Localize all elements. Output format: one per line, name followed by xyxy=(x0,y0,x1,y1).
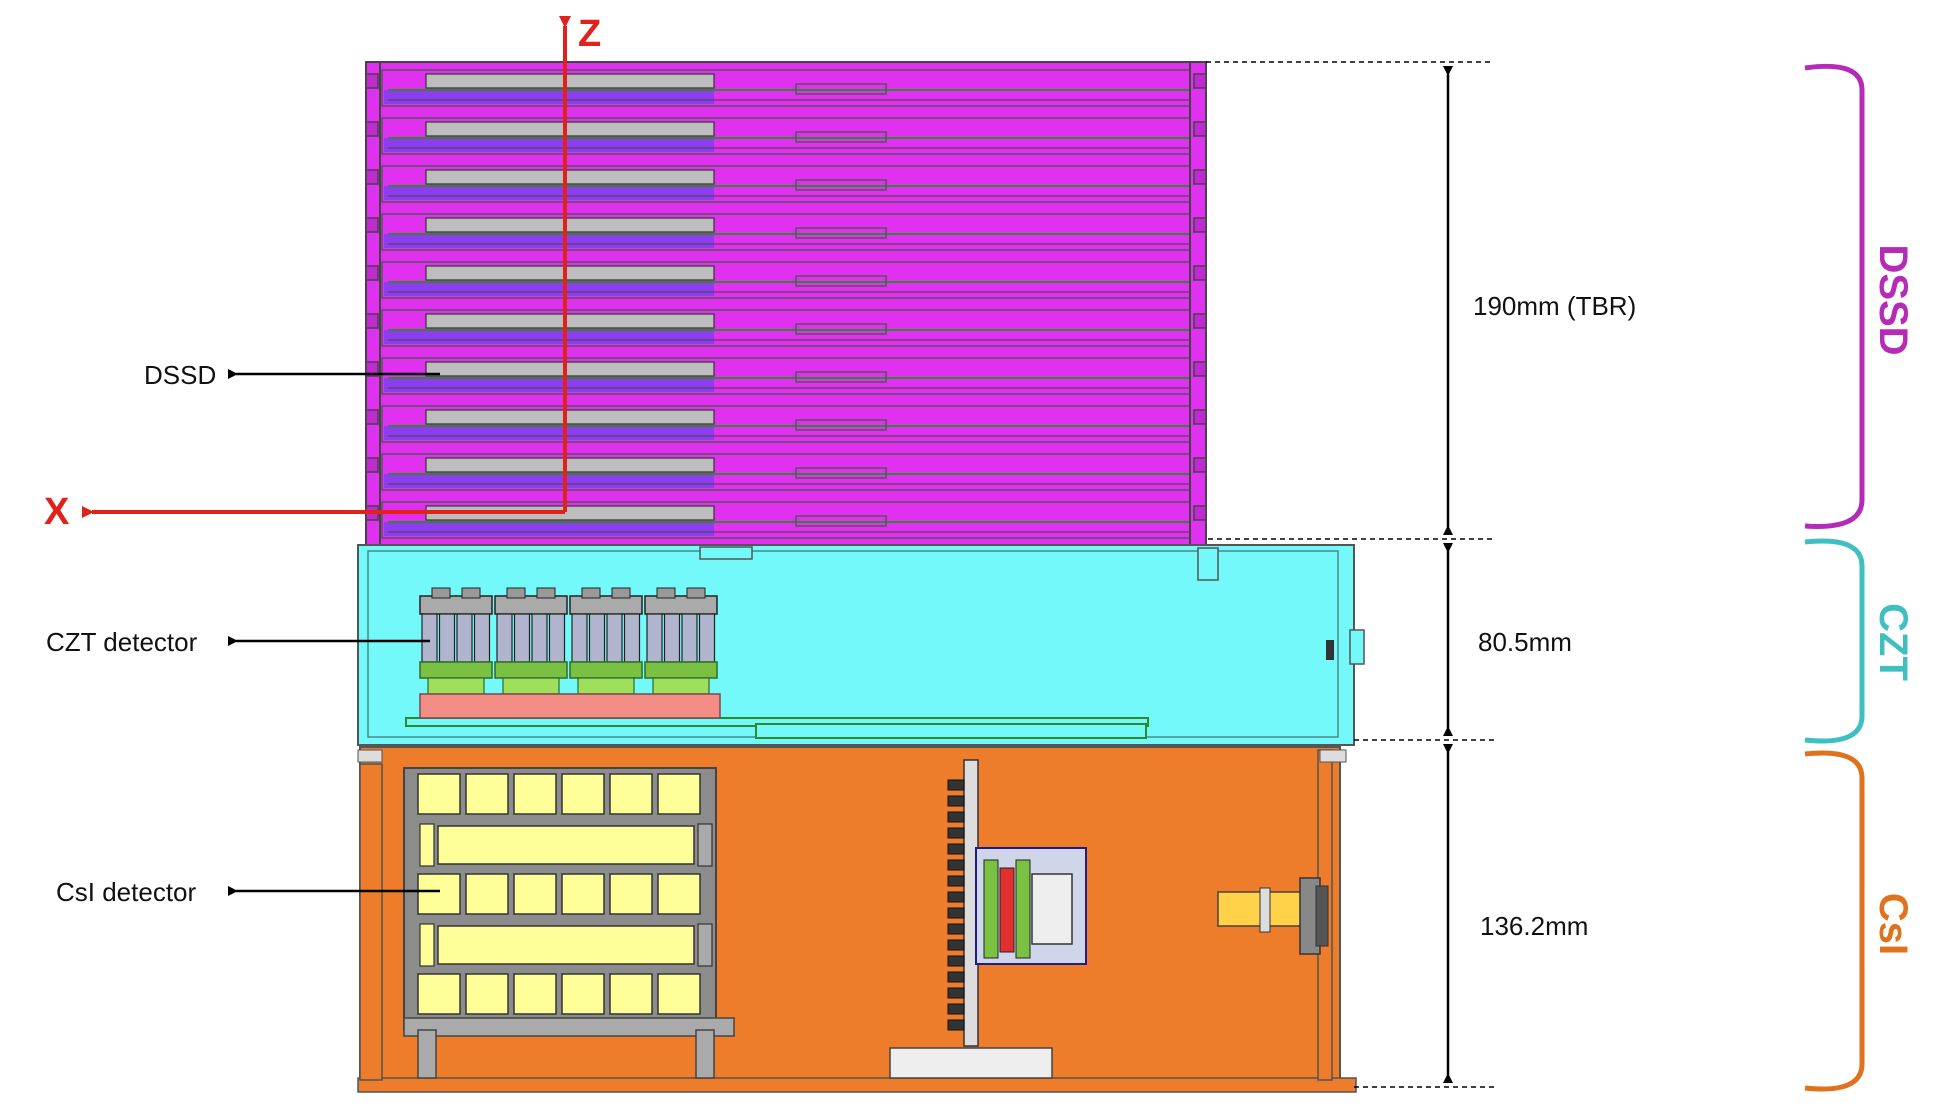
connector-pin xyxy=(947,843,965,855)
brace-dssd xyxy=(1804,63,1865,529)
label-dssd: DSSD xyxy=(144,360,216,390)
czt-modules xyxy=(419,587,718,695)
connector-pin xyxy=(947,779,965,791)
csi-crystal xyxy=(561,873,605,915)
dssd-stack xyxy=(365,61,1207,547)
brace-label-czt: CZT xyxy=(1871,603,1915,681)
connector-pin xyxy=(947,1019,965,1031)
dim-text-czt: 80.5mm xyxy=(1478,627,1572,657)
csi-crystal xyxy=(417,973,461,1015)
connector-pin xyxy=(947,955,965,967)
connector-pin xyxy=(947,859,965,871)
czt-module xyxy=(644,587,718,695)
connector-pin xyxy=(947,1003,965,1015)
connector-pin xyxy=(947,827,965,839)
brace-label-csi: CsI xyxy=(1871,893,1915,955)
csi-crystal xyxy=(465,773,509,815)
dssd-layer xyxy=(365,405,1207,443)
label-csi: CsI detector xyxy=(56,877,197,907)
csi-crystal xyxy=(609,873,653,915)
connector-pin xyxy=(947,987,965,999)
csi-housing xyxy=(357,746,1357,1093)
dssd-layers xyxy=(365,69,1207,539)
dim-text-csi: 136.2mm xyxy=(1480,911,1588,941)
csi-connectors xyxy=(947,779,965,1031)
dim-text-dssd: 190mm (TBR) xyxy=(1473,291,1636,321)
csi-crystal xyxy=(561,773,605,815)
csi-crystal xyxy=(609,973,653,1015)
csi-crystal xyxy=(465,973,509,1015)
connector-pin xyxy=(947,971,965,983)
connector-pin xyxy=(947,923,965,935)
dssd-layer xyxy=(365,453,1207,491)
x-axis-label: X xyxy=(44,491,70,533)
dssd-layer xyxy=(365,117,1207,155)
csi-crystal-bar xyxy=(437,825,695,865)
csi-crystal-bar xyxy=(437,925,695,965)
csi-crystal-end xyxy=(697,823,713,867)
czt-module xyxy=(494,587,568,695)
csi-crystal xyxy=(417,773,461,815)
czt-housing xyxy=(357,544,1365,746)
brace-label-dssd: DSSD xyxy=(1871,244,1915,355)
csi-crystal xyxy=(417,873,461,915)
csi-crystal xyxy=(657,973,701,1015)
dssd-layer xyxy=(365,165,1207,203)
dssd-layer xyxy=(365,261,1207,299)
csi-crystal xyxy=(513,973,557,1015)
dssd-layer xyxy=(365,309,1207,347)
connector-pin xyxy=(947,795,965,807)
connector-pin xyxy=(947,907,965,919)
left-labels: DSSD CZT detector CsI detector xyxy=(46,360,440,907)
braces: DSSD CZT CsI xyxy=(1804,63,1915,1092)
csi-crystal xyxy=(513,873,557,915)
csi-crystals xyxy=(417,773,713,1015)
connector-pin xyxy=(947,891,965,903)
csi-crystal-end xyxy=(419,823,435,867)
dssd-layer xyxy=(365,501,1207,539)
dssd-layer xyxy=(365,213,1207,251)
connector-pin xyxy=(947,875,965,887)
brace-czt xyxy=(1804,538,1865,744)
dssd-layer xyxy=(365,357,1207,395)
csi-crystal-end xyxy=(697,923,713,967)
csi-crystal xyxy=(513,773,557,815)
z-axis-label: Z xyxy=(578,13,601,55)
label-czt: CZT detector xyxy=(46,627,198,657)
csi-crystal xyxy=(609,773,653,815)
connector-pin xyxy=(947,939,965,951)
coordinate-axes: Z X xyxy=(44,13,601,533)
csi-crystal xyxy=(657,873,701,915)
dssd-layer xyxy=(365,69,1207,107)
csi-crystal xyxy=(561,973,605,1015)
dimensions: 190mm (TBR) 80.5mm 136.2mm xyxy=(1206,61,1636,1088)
brace-csi xyxy=(1804,750,1865,1092)
czt-module xyxy=(569,587,643,695)
connector-pin xyxy=(947,811,965,823)
csi-crystal-end xyxy=(419,923,435,967)
csi-crystal xyxy=(465,873,509,915)
csi-crystal xyxy=(657,773,701,815)
czt-module xyxy=(419,587,493,695)
